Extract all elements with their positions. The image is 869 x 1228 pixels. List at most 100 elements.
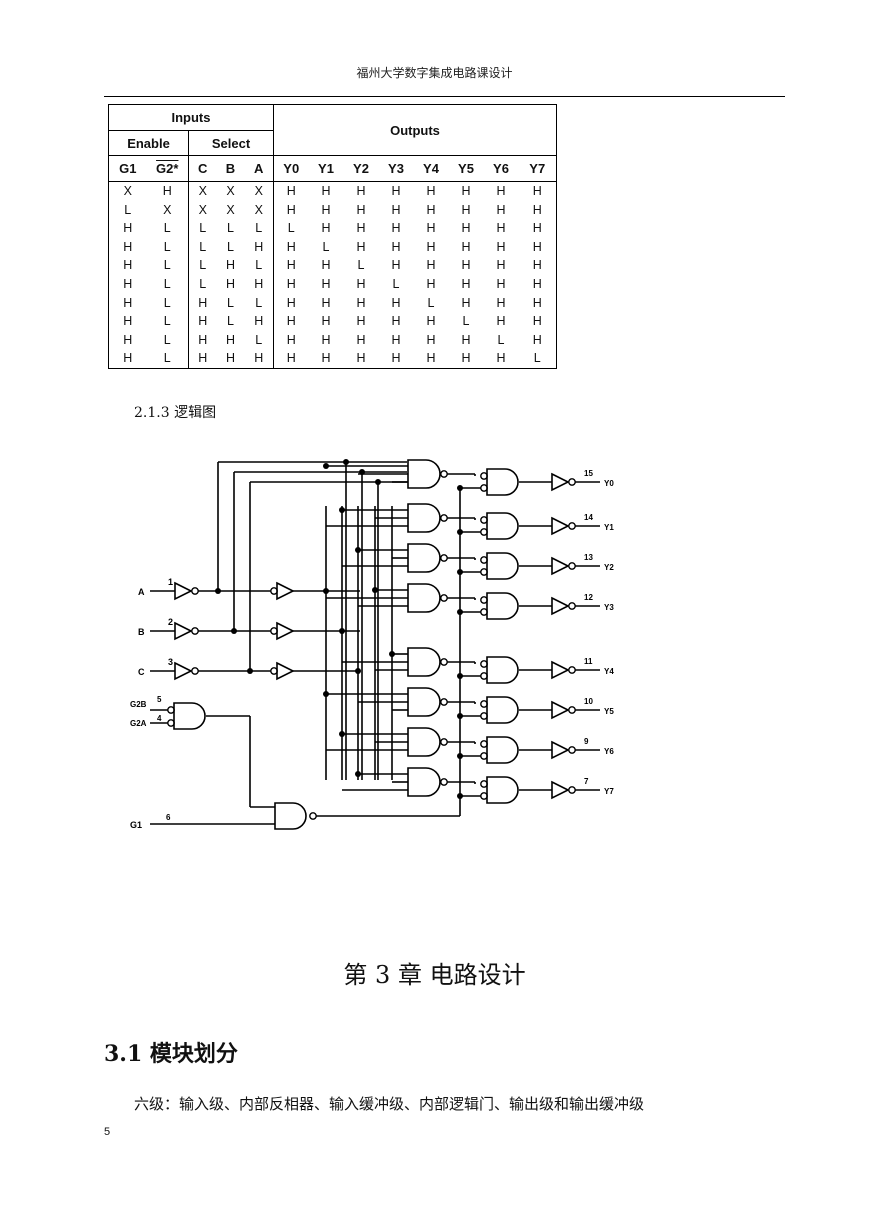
- input-label-b: B: [138, 627, 145, 637]
- inversion-bubble: [568, 666, 576, 674]
- table-cell: H: [356, 332, 366, 347]
- pin-number: 11: [584, 657, 593, 666]
- output-buffer: [551, 516, 570, 536]
- output-nand-gate: [486, 656, 519, 684]
- table-cell: X: [226, 202, 235, 217]
- output-label-y4: Y4: [604, 667, 614, 676]
- inversion-bubble: [440, 594, 448, 602]
- inversion-bubble: [568, 706, 576, 714]
- junction-dot: [457, 673, 463, 679]
- table-cell: H: [321, 295, 331, 310]
- output-label-y1: Y1: [604, 523, 614, 532]
- pin-number: 12: [584, 593, 593, 602]
- enable-label-g1: G1: [130, 820, 142, 830]
- pin-number: 1: [168, 577, 173, 587]
- and-gate-g2: [173, 702, 206, 730]
- output-nand-gate: [486, 468, 519, 496]
- table-cell: L: [427, 295, 435, 310]
- input-buffer: [174, 661, 193, 681]
- column-header: Y2: [343, 155, 379, 182]
- table-cell: H: [461, 184, 471, 198]
- output-label-y7: Y7: [604, 787, 614, 796]
- table-cell: L: [188, 237, 217, 257]
- table-cell: H: [496, 221, 506, 236]
- table-cell: H: [254, 276, 264, 291]
- output-buffer: [551, 700, 570, 720]
- pin-number: 14: [584, 513, 593, 522]
- table-cell: X: [163, 202, 172, 217]
- paragraph: 六级：输入级、内部反相器、输入缓冲级、内部逻辑门、输出级和输出缓冲级: [134, 1095, 645, 1113]
- column-header: Y1: [308, 155, 344, 182]
- table-cell: X: [226, 184, 235, 198]
- pin-number: 7: [584, 777, 589, 786]
- table-cell: H: [391, 221, 401, 236]
- column-header: G1: [108, 155, 147, 182]
- inverter: [276, 581, 295, 601]
- table-cell: H: [273, 181, 309, 201]
- table-cell: H: [461, 332, 471, 347]
- table-cell: H: [273, 200, 309, 220]
- table-cell: H: [426, 221, 436, 236]
- pin-number: 5: [157, 695, 162, 704]
- table-cell: X: [108, 181, 147, 201]
- decoder-nand-gate: [407, 459, 441, 489]
- table-cell: H: [254, 314, 264, 329]
- pin-number: 2: [168, 617, 173, 627]
- table-cell: L: [163, 258, 171, 273]
- table-cell: H: [108, 349, 147, 369]
- output-label-y2: Y2: [604, 563, 614, 572]
- table-cell: H: [518, 293, 557, 313]
- table-cell: H: [188, 330, 217, 350]
- junction-dot: [339, 731, 345, 737]
- input-label-a: A: [138, 587, 145, 597]
- inversion-bubble: [568, 602, 576, 610]
- input-buffer: [174, 621, 193, 641]
- header-enable: Enable: [108, 130, 189, 156]
- output-buffer: [551, 660, 570, 680]
- table-cell: H: [461, 221, 471, 236]
- table-cell: H: [378, 349, 414, 369]
- table-cell: L: [357, 258, 365, 273]
- inversion-bubble: [568, 522, 576, 530]
- section-heading-31: 3.1 模块划分: [104, 1041, 238, 1067]
- table-cell: X: [254, 184, 263, 198]
- column-header: B: [216, 155, 245, 182]
- logic-diagram: A1B2C3G2BG2A54G1615Y014Y113Y212Y311Y410Y…: [130, 459, 614, 830]
- table-cell: H: [391, 295, 401, 310]
- junction-dot: [457, 609, 463, 615]
- output-buffer: [551, 472, 570, 492]
- chapter-title: 第 3 章 电路设计: [343, 961, 526, 989]
- column-header: Y0: [273, 155, 309, 182]
- table-cell: H: [321, 314, 331, 329]
- table-cell: H: [356, 221, 366, 236]
- table-cell: L: [518, 349, 557, 369]
- table-cell: H: [225, 276, 236, 291]
- table-cell: H: [518, 200, 557, 220]
- table-cell: L: [163, 332, 171, 347]
- table-cell: L: [255, 332, 263, 347]
- table-cell: H: [356, 295, 366, 310]
- pin-number: 9: [584, 737, 589, 746]
- decoder-nand-gate: [407, 727, 441, 757]
- table-cell: H: [356, 202, 366, 217]
- junction-dot: [372, 587, 378, 593]
- table-cell: L: [255, 221, 263, 236]
- junction-dot: [457, 713, 463, 719]
- column-header: G2*: [146, 155, 189, 182]
- table-cell: H: [162, 184, 172, 198]
- table-cell: H: [518, 237, 557, 257]
- table-cell: L: [462, 314, 470, 329]
- table-cell: H: [225, 258, 236, 273]
- table-cell: H: [426, 258, 436, 273]
- inversion-bubble: [568, 746, 576, 754]
- junction-dot: [355, 771, 361, 777]
- table-cell: L: [188, 219, 217, 238]
- table-cell: H: [188, 293, 217, 313]
- table-cell: L: [227, 239, 234, 254]
- pin-number: 15: [584, 469, 593, 478]
- table-cell: H: [108, 256, 147, 275]
- header-rule: [104, 96, 785, 97]
- junction-dot: [323, 463, 329, 469]
